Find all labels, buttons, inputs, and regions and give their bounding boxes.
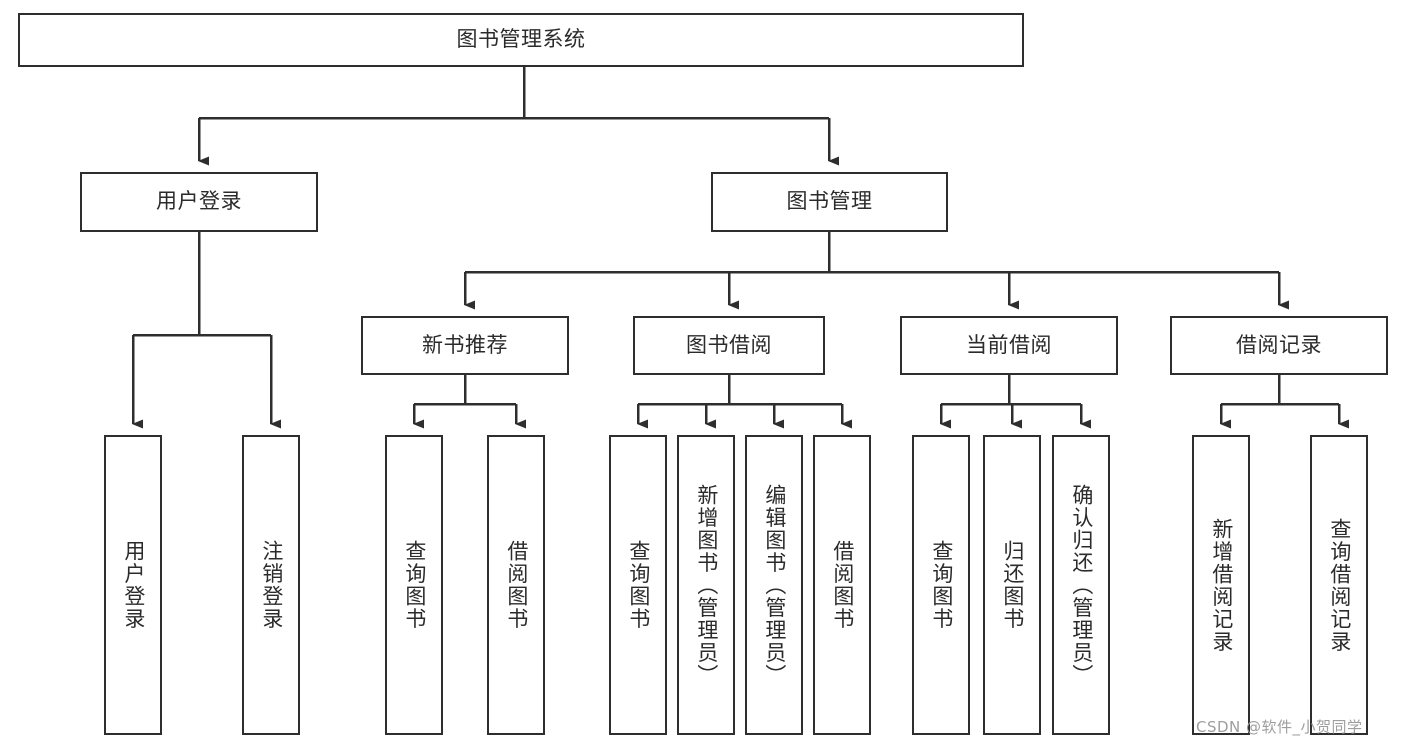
node-leaf-return-book[interactable]: 归还图书 (983, 435, 1041, 735)
node-label-leaf-return-book: 归还图书 (1000, 540, 1025, 630)
node-leaf-logout[interactable]: 注销登录 (242, 435, 300, 735)
node-leaf-borrow-book-1[interactable]: 借阅图书 (487, 435, 545, 735)
node-leaf-query-borrow-record[interactable]: 查询借阅记录 (1310, 435, 1368, 735)
node-label-leaf-query-book-3: 查询图书 (929, 540, 954, 630)
node-leaf-borrow-book-2[interactable]: 借阅图书 (813, 435, 871, 735)
node-leaf-edit-book[interactable]: 编辑图书（管理员） (745, 435, 803, 735)
node-label-current-borrow: 当前借阅 (966, 332, 1052, 357)
node-label-leaf-query-borrow-record: 查询借阅记录 (1327, 517, 1352, 653)
node-label-leaf-query-book-2: 查询图书 (626, 540, 651, 630)
node-leaf-add-borrow-record[interactable]: 新增借阅记录 (1192, 435, 1250, 735)
node-current-borrow[interactable]: 当前借阅 (900, 316, 1118, 375)
node-label-book-borrow: 图书借阅 (686, 332, 772, 357)
edge-group (131, 67, 1349, 429)
node-label-new-book-recommend: 新书推荐 (422, 332, 508, 357)
node-label-leaf-user-login: 用户登录 (121, 540, 146, 630)
node-leaf-add-book[interactable]: 新增图书（管理员） (677, 435, 735, 735)
node-book-borrow[interactable]: 图书借阅 (633, 316, 825, 375)
node-label-leaf-logout: 注销登录 (259, 540, 284, 630)
node-leaf-user-login[interactable]: 用户登录 (104, 435, 162, 735)
node-leaf-query-book-2[interactable]: 查询图书 (609, 435, 667, 735)
node-new-book-recommend[interactable]: 新书推荐 (361, 316, 569, 375)
node-label-leaf-add-borrow-record: 新增借阅记录 (1209, 517, 1234, 653)
node-label-leaf-add-book: 新增图书（管理员） (694, 483, 719, 687)
node-leaf-query-book-3[interactable]: 查询图书 (912, 435, 970, 735)
node-label-user-login: 用户登录 (156, 189, 242, 214)
node-label-root: 图书管理系统 (456, 27, 586, 52)
node-user-login[interactable]: 用户登录 (80, 172, 318, 232)
node-root[interactable]: 图书管理系统 (18, 13, 1024, 67)
node-label-book-manage: 图书管理 (786, 189, 873, 214)
node-label-borrow-record: 借阅记录 (1236, 332, 1322, 357)
node-label-leaf-borrow-book-2: 借阅图书 (830, 540, 855, 630)
node-borrow-record[interactable]: 借阅记录 (1170, 316, 1388, 375)
node-label-leaf-edit-book: 编辑图书（管理员） (762, 483, 787, 687)
node-label-leaf-query-book-1: 查询图书 (402, 540, 427, 630)
node-label-leaf-confirm-return: 确认归还（管理员） (1069, 483, 1094, 687)
node-book-manage[interactable]: 图书管理 (711, 172, 948, 232)
node-leaf-query-book-1[interactable]: 查询图书 (385, 435, 443, 735)
node-label-leaf-borrow-book-1: 借阅图书 (504, 540, 529, 630)
node-leaf-confirm-return[interactable]: 确认归还（管理员） (1052, 435, 1110, 735)
